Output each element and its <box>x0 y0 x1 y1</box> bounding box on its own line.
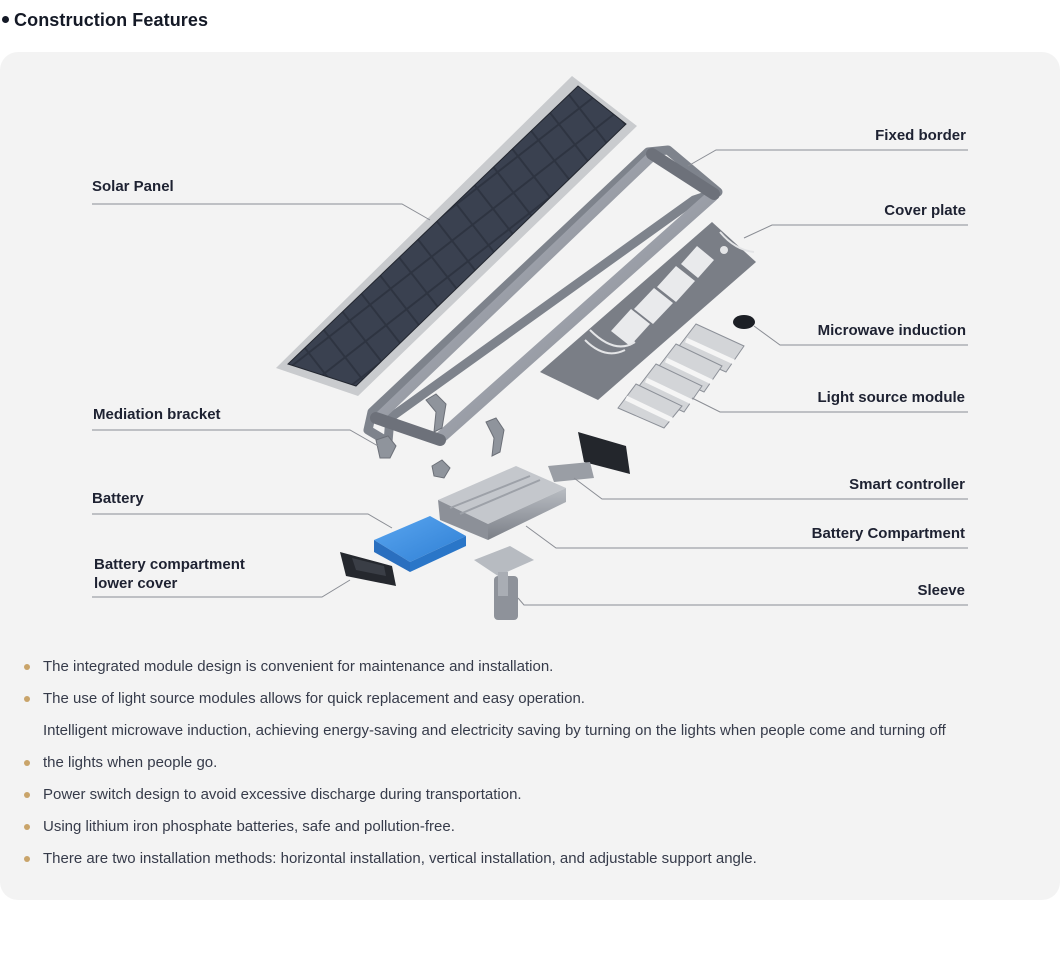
feature-item: Power switch design to avoid excessive d… <box>22 785 946 817</box>
feature-item: Intelligent microwave induction, achievi… <box>22 721 946 753</box>
label-battery: Battery <box>92 490 144 507</box>
mediation-brackets <box>375 393 505 479</box>
battery-lower-cover <box>340 552 396 586</box>
microwave-sensor <box>733 315 755 329</box>
label-microwave-induction: Microwave induction <box>817 322 966 339</box>
fixed-border <box>363 145 723 447</box>
label-solar-panel: Solar Panel <box>92 178 174 195</box>
feature-list: The integrated module design is convenie… <box>22 657 946 881</box>
battery-compartment <box>438 466 566 540</box>
leader-lines <box>92 149 968 606</box>
battery-pack <box>374 516 466 572</box>
feature-text: There are two installation methods: hori… <box>43 850 757 867</box>
label-cover-plate: Cover plate <box>884 202 966 219</box>
feature-item: Using lithium iron phosphate batteries, … <box>22 817 946 849</box>
label-battery-lower-cover-line2: lower cover <box>94 575 178 592</box>
feature-item: There are two installation methods: hori… <box>22 849 946 881</box>
feature-text: Power switch design to avoid excessive d… <box>43 786 522 803</box>
feature-item: The integrated module design is convenie… <box>22 657 946 689</box>
label-smart-controller: Smart controller <box>849 476 965 493</box>
feature-text: Using lithium iron phosphate batteries, … <box>43 818 455 835</box>
feature-item: the lights when people go. <box>22 753 946 785</box>
section-title: Construction Features <box>0 10 208 31</box>
title-bullet-icon <box>2 16 9 23</box>
feature-text: Intelligent microwave induction, achievi… <box>43 722 946 739</box>
bullet-dot-icon <box>24 824 30 830</box>
bullet-dot-icon <box>24 664 30 670</box>
bullet-dot-icon <box>24 792 30 798</box>
feature-text: The use of light source modules allows f… <box>43 690 585 707</box>
bullet-dot-icon <box>24 856 30 862</box>
feature-item: The use of light source modules allows f… <box>22 689 946 721</box>
light-source-modules <box>617 323 745 429</box>
bullet-dot-icon <box>24 760 30 766</box>
label-sleeve: Sleeve <box>917 582 965 599</box>
label-battery-compartment: Battery Compartment <box>811 525 965 542</box>
smart-controller <box>548 432 630 482</box>
bullet-dot-icon <box>24 696 30 702</box>
label-fixed-border: Fixed border <box>875 127 966 144</box>
section-title-text: Construction Features <box>14 10 209 30</box>
label-light-source-module: Light source module <box>817 389 965 406</box>
label-mediation-bracket: Mediation bracket <box>93 406 221 423</box>
solar-panel <box>276 76 637 396</box>
feature-text: The integrated module design is convenie… <box>43 658 554 675</box>
cover-plate <box>540 222 756 400</box>
feature-text: the lights when people go. <box>43 754 218 771</box>
sleeve <box>474 546 534 620</box>
label-battery-lower-cover-line1: Battery compartment <box>94 556 245 573</box>
